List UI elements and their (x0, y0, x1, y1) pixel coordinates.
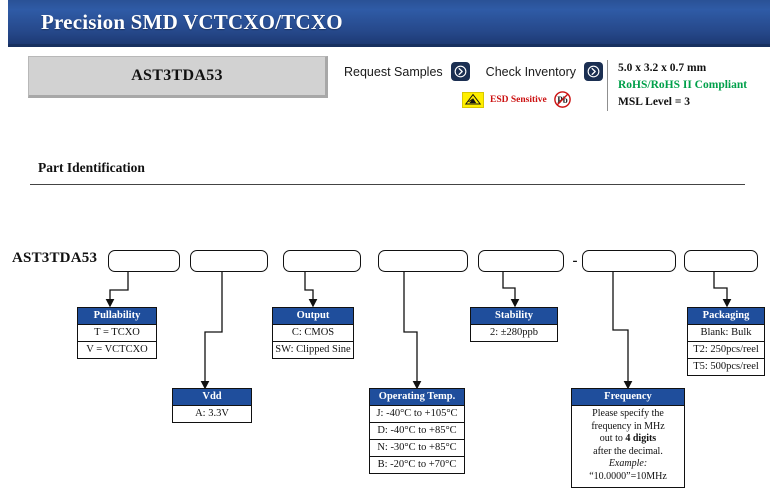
freq-line: frequency in MHz (591, 420, 665, 432)
spec-msl: MSL Level = 3 (618, 96, 691, 108)
callout-row: Blank: Bulk (688, 325, 764, 342)
specifications-block: 5.0 x 3.2 x 0.7 mm RoHS/RoHS II Complian… (607, 60, 767, 111)
callout-stability: Stability 2: ±280ppb (470, 307, 558, 342)
callout-frequency: Frequency Please specify the frequency i… (571, 388, 685, 488)
circle-arrow-right-icon (454, 65, 467, 78)
wire-frequency (612, 272, 633, 390)
callout-row: T = TCXO (78, 325, 156, 342)
esd-sensitive-label: ESD Sensitive (490, 94, 547, 105)
part-code-box-vdd[interactable] (190, 250, 268, 272)
callout-row: T2: 250pcs/reel (688, 342, 764, 359)
request-samples-label: Request Samples (344, 64, 443, 79)
page-title-bar: Precision SMD VCTCXO/TCXO (8, 0, 770, 47)
callout-output: Output C: CMOS SW: Clipped Sine (272, 307, 354, 359)
part-number-badge: AST3TDA53 (28, 56, 328, 98)
wire-output (304, 272, 318, 308)
lead-free-icon: Pb (553, 90, 572, 109)
freq-line-digits: 4 digits (625, 433, 657, 445)
part-number-label: AST3TDA53 (131, 67, 223, 84)
header-actions: Request Samples Check Inventory ESD Sens… (344, 62, 603, 109)
compliance-icons-row: ESD Sensitive Pb (462, 90, 594, 109)
part-code-box-output[interactable] (283, 250, 361, 272)
part-code-prefix: AST3TDA53 (12, 250, 98, 266)
page-title: Precision SMD VCTCXO/TCXO (41, 9, 343, 34)
callout-frequency-body: Please specify the frequency in MHz out … (572, 406, 684, 487)
freq-line: out to (599, 433, 623, 445)
esd-warning-icon (462, 91, 484, 108)
part-code-box-pullability[interactable] (108, 250, 180, 272)
callout-header: Vdd (173, 389, 251, 406)
callout-row: SW: Clipped Sine (275, 344, 351, 355)
callout-pullability: Pullability T = TCXO V = VCTCXO (77, 307, 157, 359)
callout-packaging: Packaging Blank: Bulk T2: 250pcs/reel T5… (687, 307, 765, 376)
callout-header: Operating Temp. (370, 389, 464, 406)
wire-stability (502, 272, 520, 308)
callout-row: N: -30°C to +85°C (370, 440, 464, 457)
callout-header: Output (273, 308, 353, 325)
pb-no-lead-glyph: Pb (553, 91, 571, 108)
callout-row: T5: 500pcs/reel (693, 361, 759, 372)
callout-header: Pullability (78, 308, 156, 325)
part-code-box-stability[interactable] (478, 250, 564, 272)
part-code-box-frequency[interactable] (582, 250, 676, 272)
section-heading-part-identification: Part Identification (38, 160, 145, 175)
spec-rohs: RoHS/RoHS II Compliant (618, 79, 748, 91)
callout-operating-temp: Operating Temp. J: -40°C to +105°C D: -4… (369, 388, 465, 474)
wire-packaging (713, 272, 732, 308)
freq-line-example: Example: (608, 458, 648, 470)
check-inventory-label: Check Inventory (485, 64, 576, 79)
part-code-box-packaging[interactable] (684, 250, 758, 272)
circle-arrow-right-icon (587, 65, 600, 78)
freq-line-sample: “10.0000”=10MHz (589, 470, 667, 482)
callout-vdd: Vdd A: 3.3V (172, 388, 252, 423)
callout-header: Packaging (688, 308, 764, 325)
callout-row: D: -40°C to +85°C (370, 423, 464, 440)
callout-header: Frequency (572, 389, 684, 406)
callout-row: J: -40°C to +105°C (370, 406, 464, 423)
callout-row: C: CMOS (273, 325, 353, 342)
wire-operating-temp (403, 272, 422, 390)
request-samples-button[interactable] (450, 62, 470, 81)
part-code-separator: - (572, 252, 578, 269)
esd-hand-triangle-glyph (464, 93, 482, 105)
callout-row: A: 3.3V (195, 408, 229, 419)
callout-header: Stability (471, 308, 557, 325)
action-row: Request Samples Check Inventory (344, 62, 603, 81)
freq-line: after the decimal. (593, 445, 663, 457)
wire-vdd (200, 272, 223, 390)
callout-row: B: -20°C to +70°C (377, 459, 457, 470)
callout-row: V = VCTCXO (86, 344, 148, 355)
spec-dimensions: 5.0 x 3.2 x 0.7 mm (618, 62, 707, 74)
callout-row: 2: ±280ppb (489, 327, 539, 338)
part-code-box-operating-temp[interactable] (378, 250, 468, 272)
check-inventory-button[interactable] (584, 62, 603, 81)
freq-line: Please specify the (592, 408, 664, 419)
wire-pullability (105, 272, 129, 308)
section-divider (30, 184, 745, 185)
